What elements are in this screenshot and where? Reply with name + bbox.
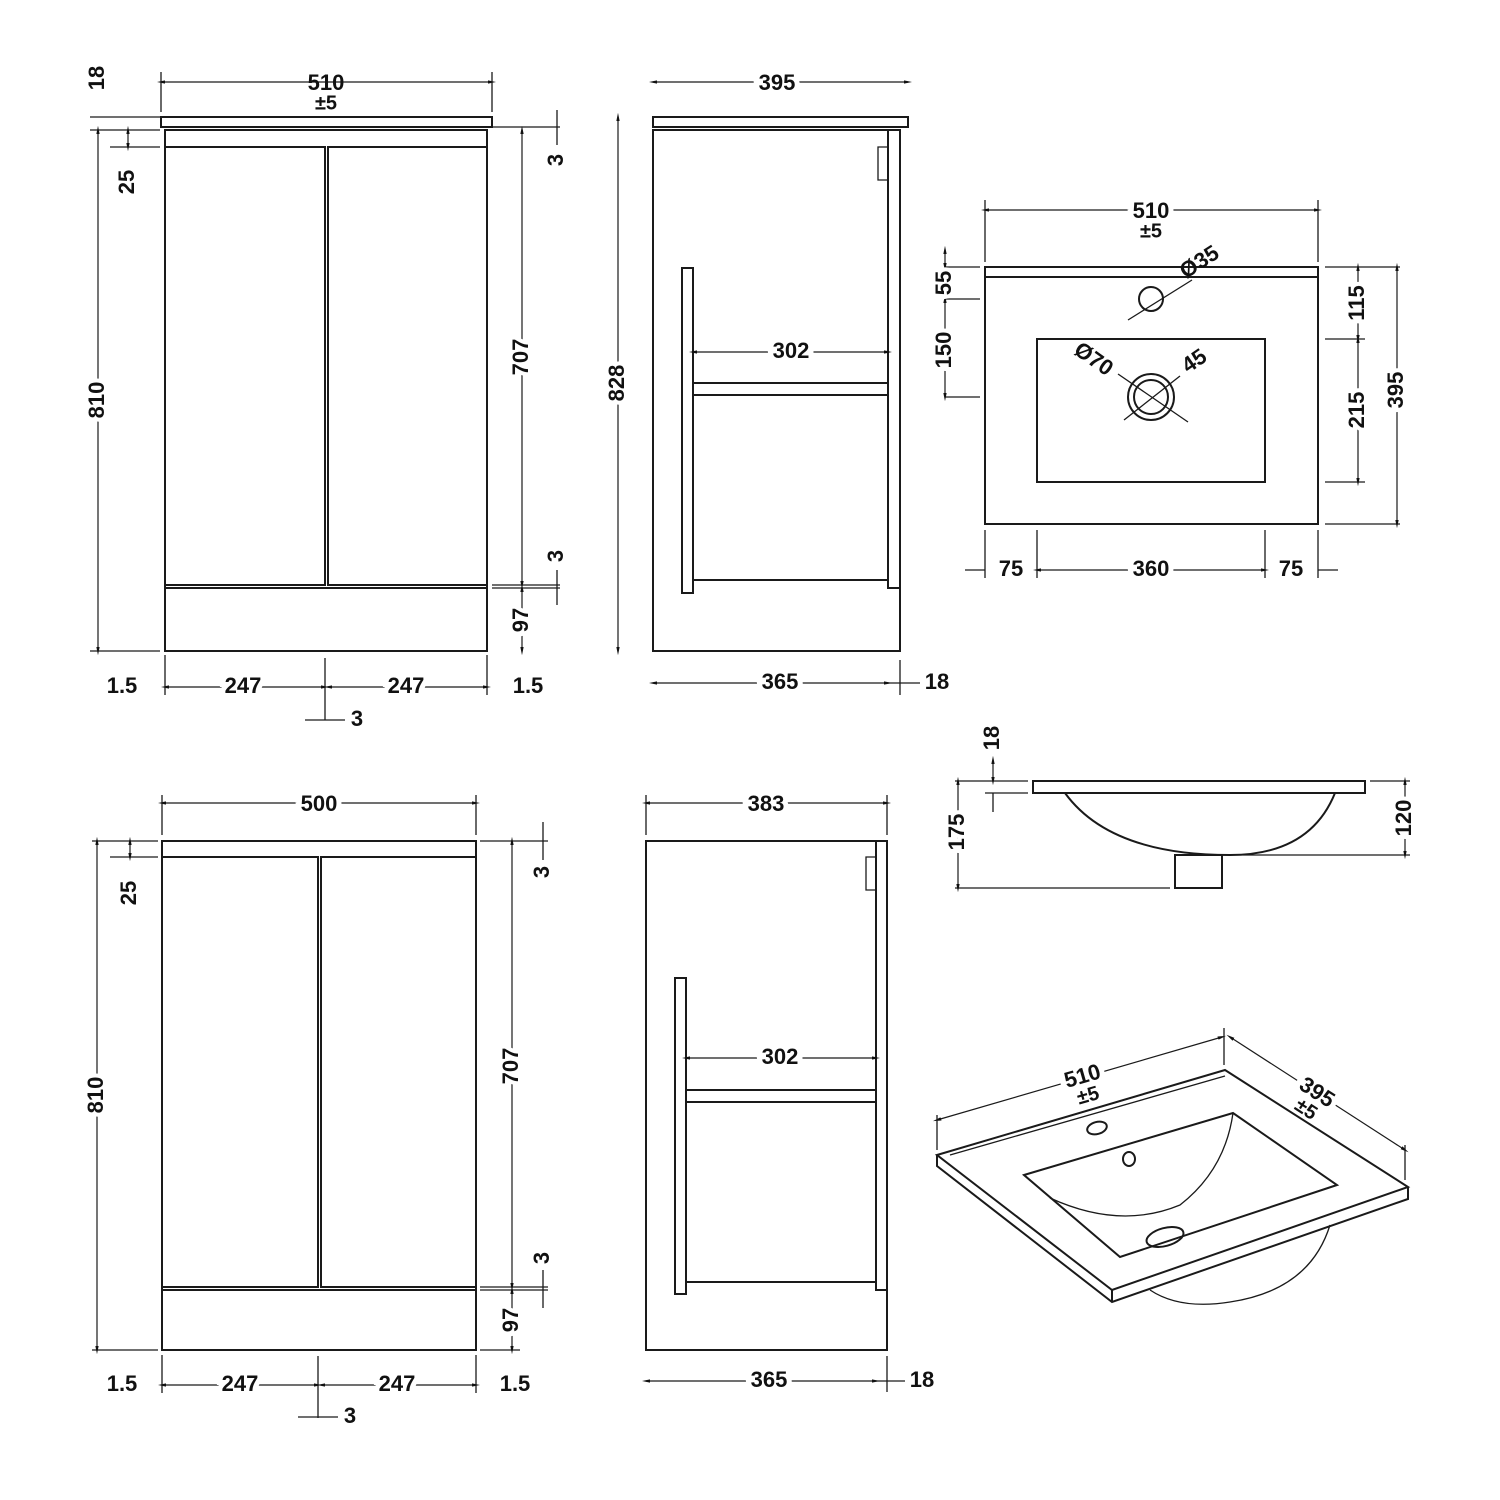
dim-door-depth: 18 bbox=[925, 669, 949, 694]
dim-side-left: 1.5 bbox=[107, 673, 138, 698]
dim-side-left: 1.5 bbox=[107, 1371, 138, 1396]
dim-door-left: 247 bbox=[225, 673, 262, 698]
dim-door-depth: 18 bbox=[910, 1367, 934, 1392]
dim-bowl-width: 360 bbox=[1133, 556, 1170, 581]
dim-shelf: 302 bbox=[773, 338, 810, 363]
dim-shelf: 302 bbox=[762, 1044, 799, 1069]
front-view-with-basin: 510 ±5 18 25 810 707 3 3 97 1.5 247 247 … bbox=[80, 66, 568, 731]
iso-width-label: 510 ±5 bbox=[1056, 1054, 1108, 1110]
basin-isometric-view: 510 ±5 395 ±5 bbox=[932, 1028, 1411, 1305]
dim-body-depth: 365 bbox=[751, 1367, 788, 1392]
dim-door-right: 247 bbox=[379, 1371, 416, 1396]
dim-height: 810 bbox=[84, 382, 109, 419]
dim-door-height: 707 bbox=[508, 339, 533, 376]
side-view-no-basin: 383 302 365 18 bbox=[641, 786, 934, 1397]
dim-gap-top: 3 bbox=[529, 866, 554, 878]
dim-right-margin: 75 bbox=[1279, 556, 1303, 581]
side-view-with-basin: 395 828 302 365 18 bbox=[600, 65, 949, 699]
dim-side-right: 1.5 bbox=[500, 1371, 531, 1396]
dim-height: 828 bbox=[604, 365, 629, 402]
dim-bowl-height: 120 bbox=[1391, 800, 1416, 837]
dim-waste: Ø70 bbox=[1070, 336, 1118, 380]
dim-rail: 25 bbox=[114, 170, 139, 194]
dim-slab: 18 bbox=[979, 726, 1004, 750]
dim-width: 510 bbox=[308, 70, 345, 95]
dim-plinth: 97 bbox=[508, 608, 533, 632]
dim-depth: 383 bbox=[748, 791, 785, 816]
dim-bowl-depth: 215 bbox=[1344, 392, 1369, 429]
dim-side-right: 1.5 bbox=[513, 673, 544, 698]
dim-width: 500 bbox=[301, 791, 338, 816]
dim-height: 810 bbox=[83, 1077, 108, 1114]
dim-width: 510 bbox=[1133, 198, 1170, 223]
basin-plan-view: 510 ±5 Ø35 Ø70 45 55 150 115 215 395 75 … bbox=[927, 193, 1412, 586]
dim-door-right: 247 bbox=[388, 673, 425, 698]
dim-depth: 395 bbox=[759, 70, 796, 95]
dim-plinth: 97 bbox=[498, 1308, 523, 1332]
front-view-no-basin: 500 25 810 707 3 3 97 1.5 247 247 1.5 3 bbox=[79, 786, 554, 1428]
dim-waste-inner: 45 bbox=[1177, 343, 1211, 378]
dim-door-height: 707 bbox=[498, 1048, 523, 1085]
dim-tap-to-bowl: 150 bbox=[931, 332, 956, 369]
dim-gap-bottom: 3 bbox=[529, 1252, 554, 1264]
dim-rear-to-bowl: 115 bbox=[1344, 285, 1369, 321]
dim-door-left: 247 bbox=[222, 1371, 259, 1396]
dim-door-gap: 3 bbox=[344, 1403, 356, 1428]
dim-width-tolerance: ±5 bbox=[1074, 1082, 1101, 1109]
dim-gap-top: 3 bbox=[543, 154, 568, 166]
dim-tolerance: ±5 bbox=[1140, 220, 1162, 242]
dim-back-edge: 55 bbox=[931, 271, 956, 295]
dim-rail: 25 bbox=[116, 881, 141, 905]
dim-top-thickness: 18 bbox=[84, 66, 109, 90]
dim-body-depth: 365 bbox=[762, 669, 799, 694]
dim-door-gap: 3 bbox=[351, 706, 363, 731]
dim-gap-bottom: 3 bbox=[543, 550, 568, 562]
dim-tolerance: ±5 bbox=[315, 92, 337, 114]
basin-side-view: 18 175 120 bbox=[940, 726, 1420, 893]
dim-total-height: 175 bbox=[944, 814, 969, 851]
iso-depth-label: 395 ±5 bbox=[1290, 1066, 1344, 1124]
dim-left-margin: 75 bbox=[999, 556, 1023, 581]
dim-depth: 395 bbox=[1383, 372, 1408, 409]
